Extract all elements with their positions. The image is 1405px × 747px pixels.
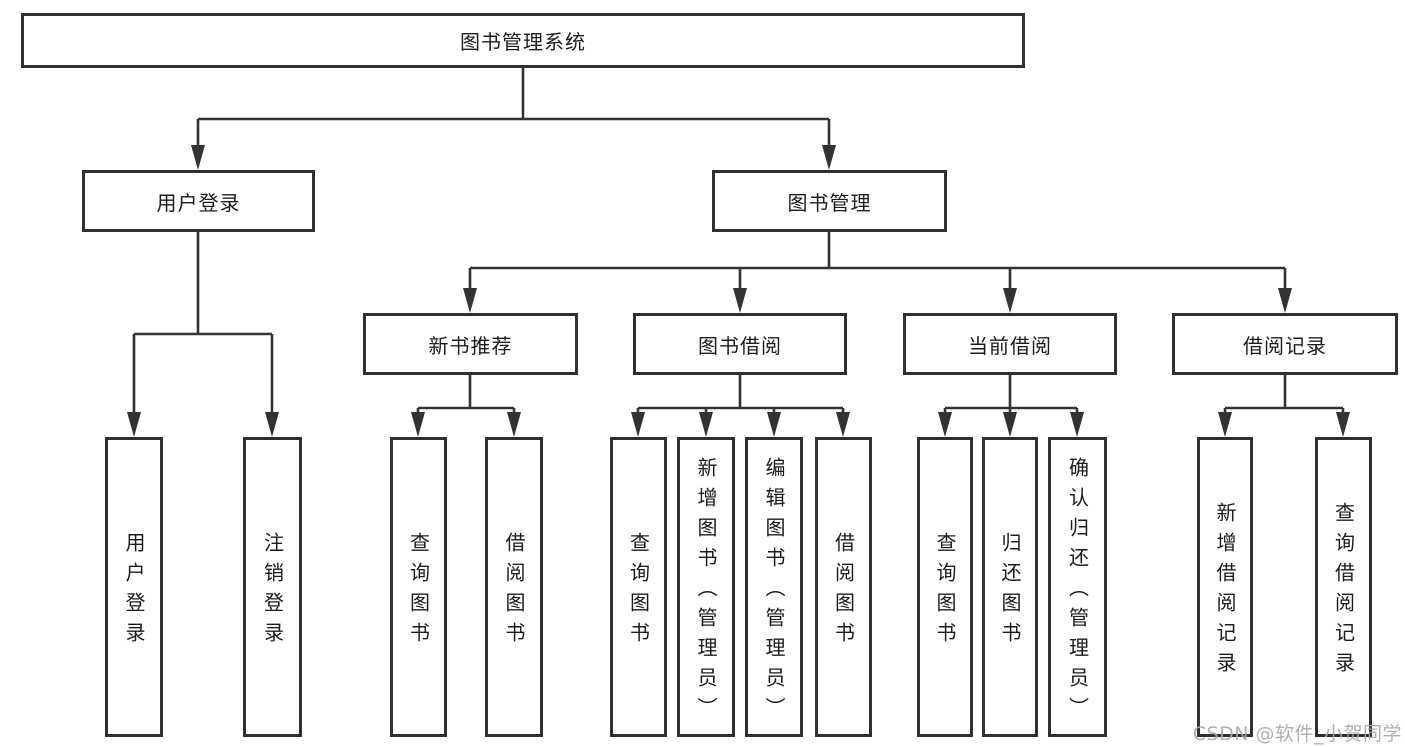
leaf-logout: 注销登录: [243, 437, 302, 737]
node-root-system: 图书管理系统: [21, 13, 1025, 68]
leaf-records-add-record-label: 新增借阅记录: [1213, 502, 1237, 682]
leaf-current-query-books: 查询图书: [917, 437, 973, 737]
leaf-borrow-query-books: 查询图书: [610, 437, 667, 737]
leaf-borrow-add-books-admin-label: 新增图书（管理员）: [694, 457, 718, 727]
node-user-login: 用户登录: [82, 170, 315, 232]
leaf-records-query-record: 查询借阅记录: [1315, 437, 1372, 737]
leaf-borrow-query-books-label: 查询图书: [626, 532, 651, 652]
leaf-borrow-borrow-books: 借阅图书: [815, 437, 872, 737]
leaf-recommend-query-books-label: 查询图书: [406, 532, 431, 652]
leaf-recommend-borrow-books-label: 借阅图书: [502, 532, 526, 652]
leaf-current-confirm-return-admin-label: 确认归还（管理员）: [1065, 457, 1090, 727]
leaf-borrow-edit-books-admin: 编辑图书（管理员）: [745, 437, 803, 737]
node-current-borrow: 当前借阅: [903, 313, 1117, 375]
leaf-current-confirm-return-admin: 确认归还（管理员）: [1048, 437, 1107, 737]
leaf-borrow-add-books-admin: 新增图书（管理员）: [677, 437, 735, 737]
leaf-recommend-query-books: 查询图书: [390, 437, 447, 737]
csdn-watermark: CSDN @软件_小贺同学: [1192, 723, 1402, 745]
node-book-management: 图书管理: [712, 170, 947, 232]
leaf-current-return-books-label: 归还图书: [998, 532, 1022, 652]
leaf-current-query-books-label: 查询图书: [933, 532, 957, 652]
arrowheads: [127, 145, 1350, 437]
leaf-user-login: 用户登录: [105, 437, 163, 737]
node-book-borrow: 图书借阅: [633, 313, 847, 375]
node-borrow-records: 借阅记录: [1172, 313, 1398, 375]
leaf-records-query-record-label: 查询借阅记录: [1331, 502, 1356, 682]
leaf-borrow-borrow-books-label: 借阅图书: [831, 532, 856, 652]
node-new-book-recommend: 新书推荐: [363, 313, 578, 375]
leaf-recommend-borrow-books: 借阅图书: [485, 437, 543, 737]
leaf-user-login-label: 用户登录: [122, 532, 146, 652]
leaf-current-return-books: 归还图书: [982, 437, 1038, 737]
leaf-records-add-record: 新增借阅记录: [1197, 437, 1253, 737]
leaf-borrow-edit-books-admin-label: 编辑图书（管理员）: [762, 457, 786, 727]
leaf-logout-label: 注销登录: [260, 532, 285, 652]
